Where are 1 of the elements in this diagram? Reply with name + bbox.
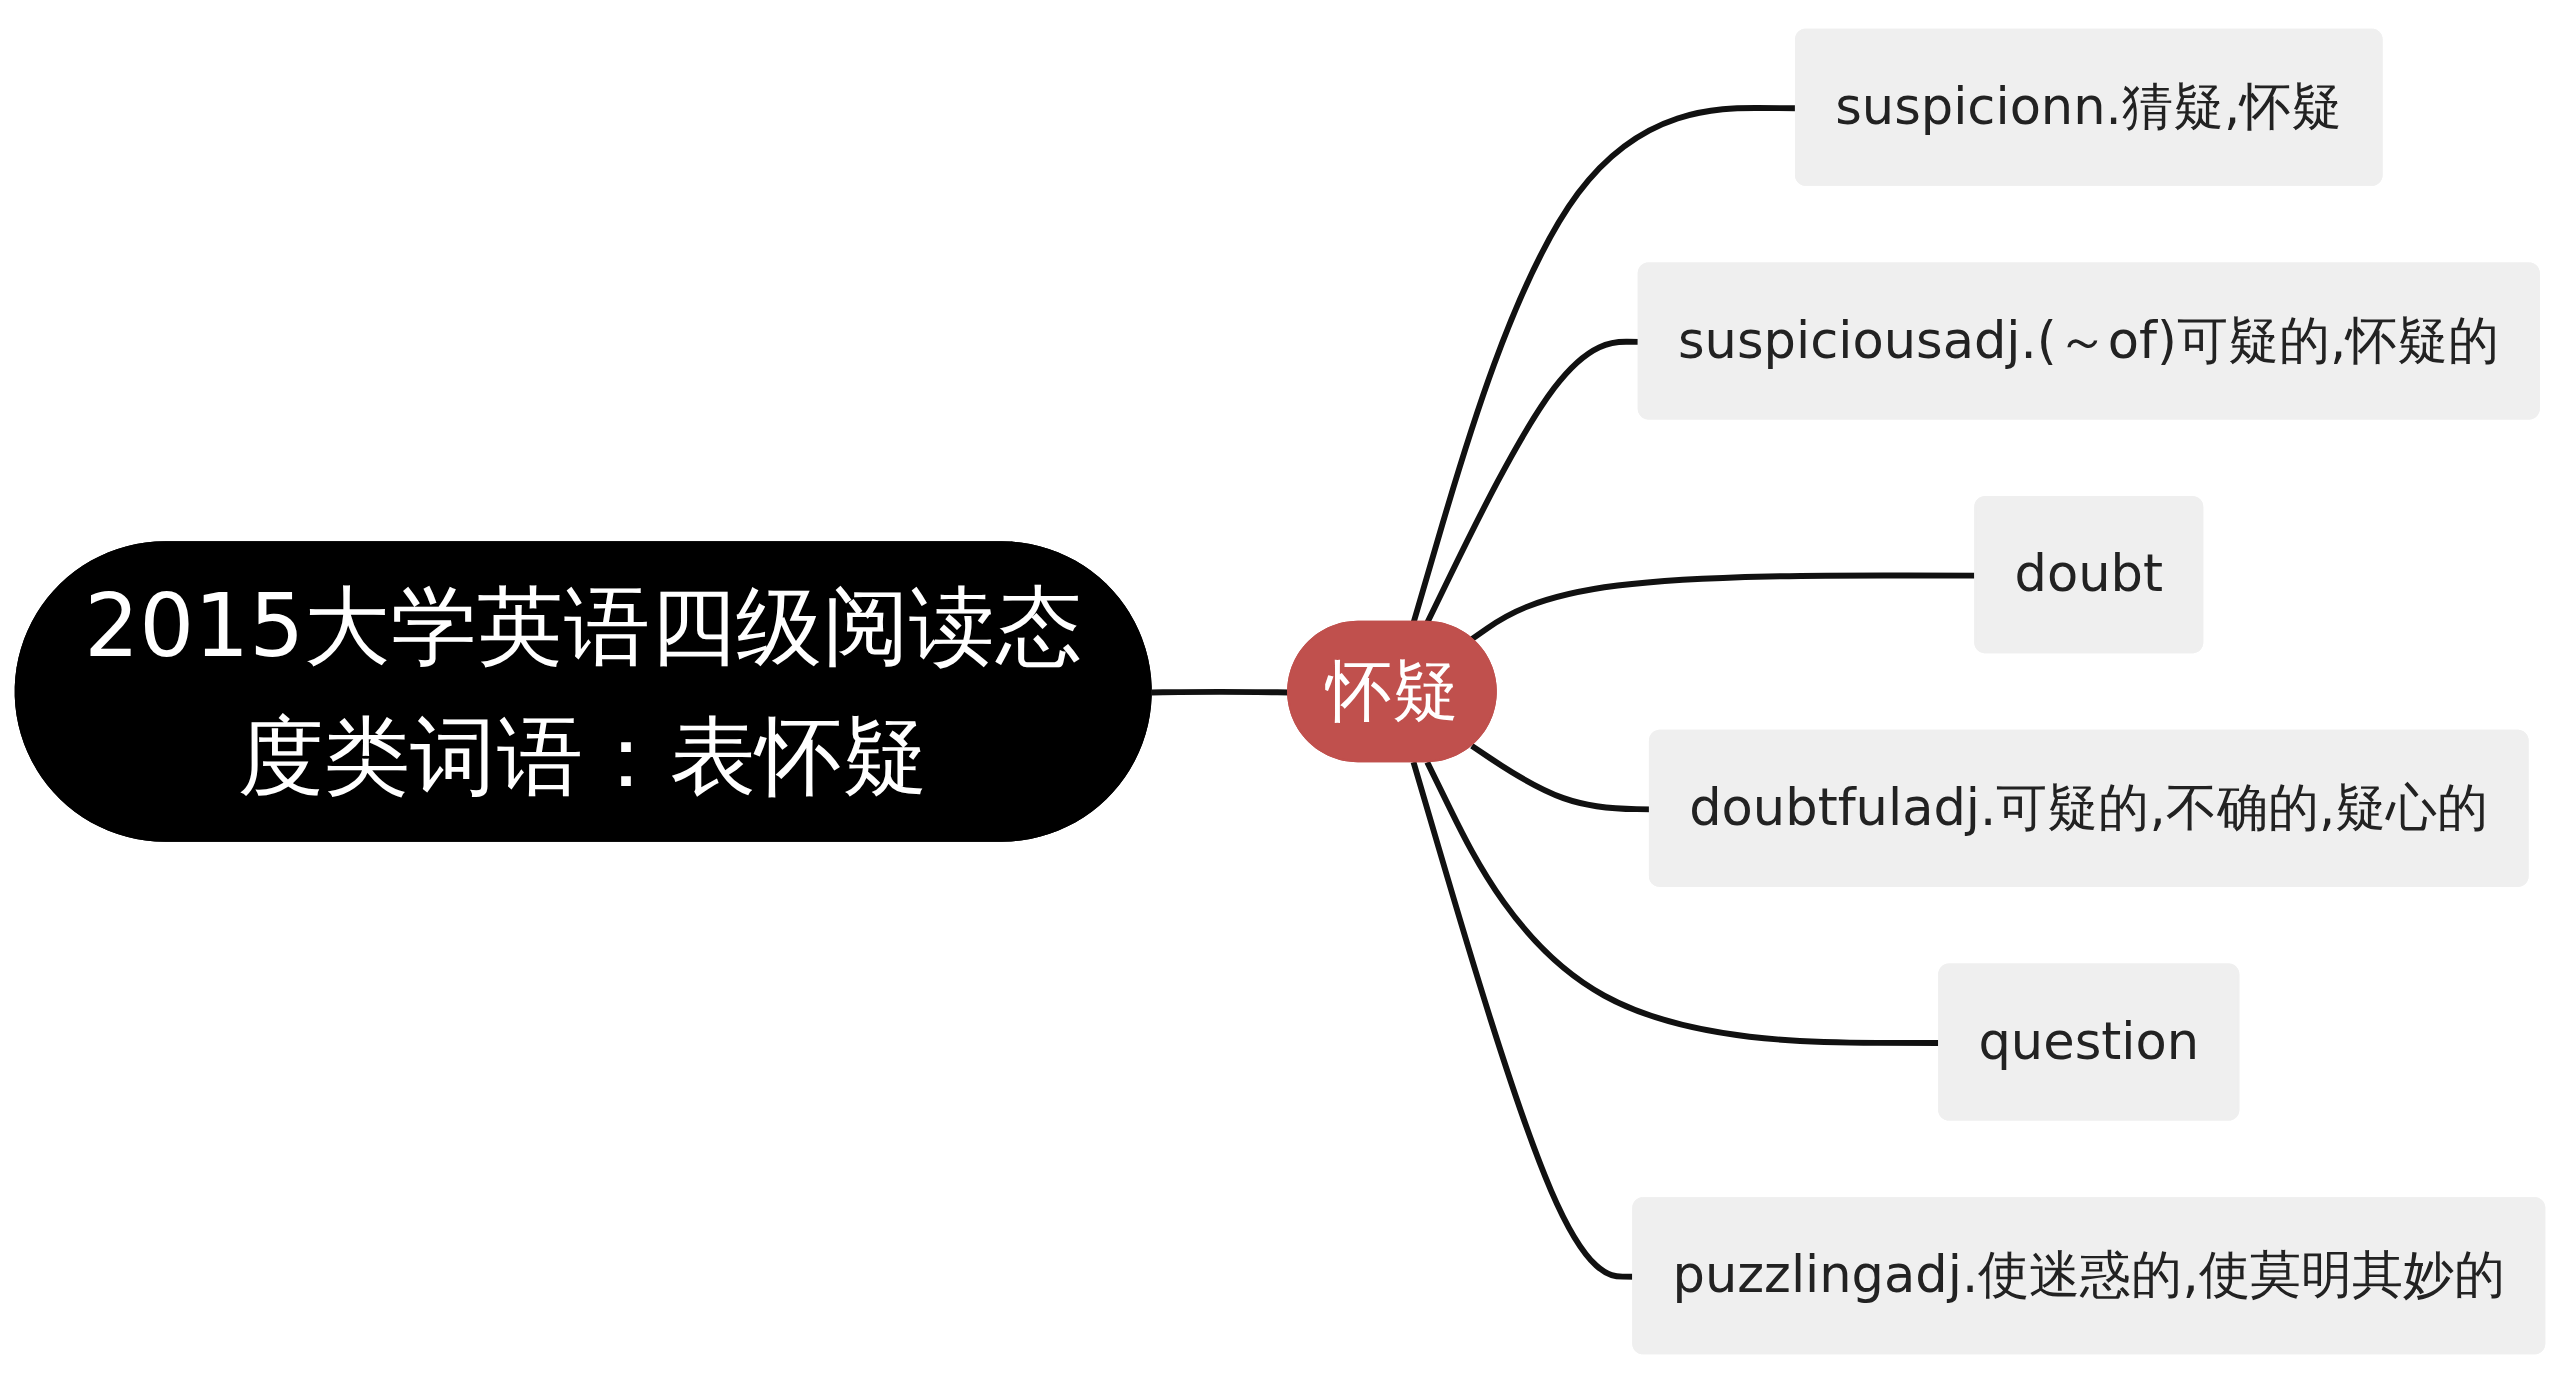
- connector: [1470, 743, 1651, 813]
